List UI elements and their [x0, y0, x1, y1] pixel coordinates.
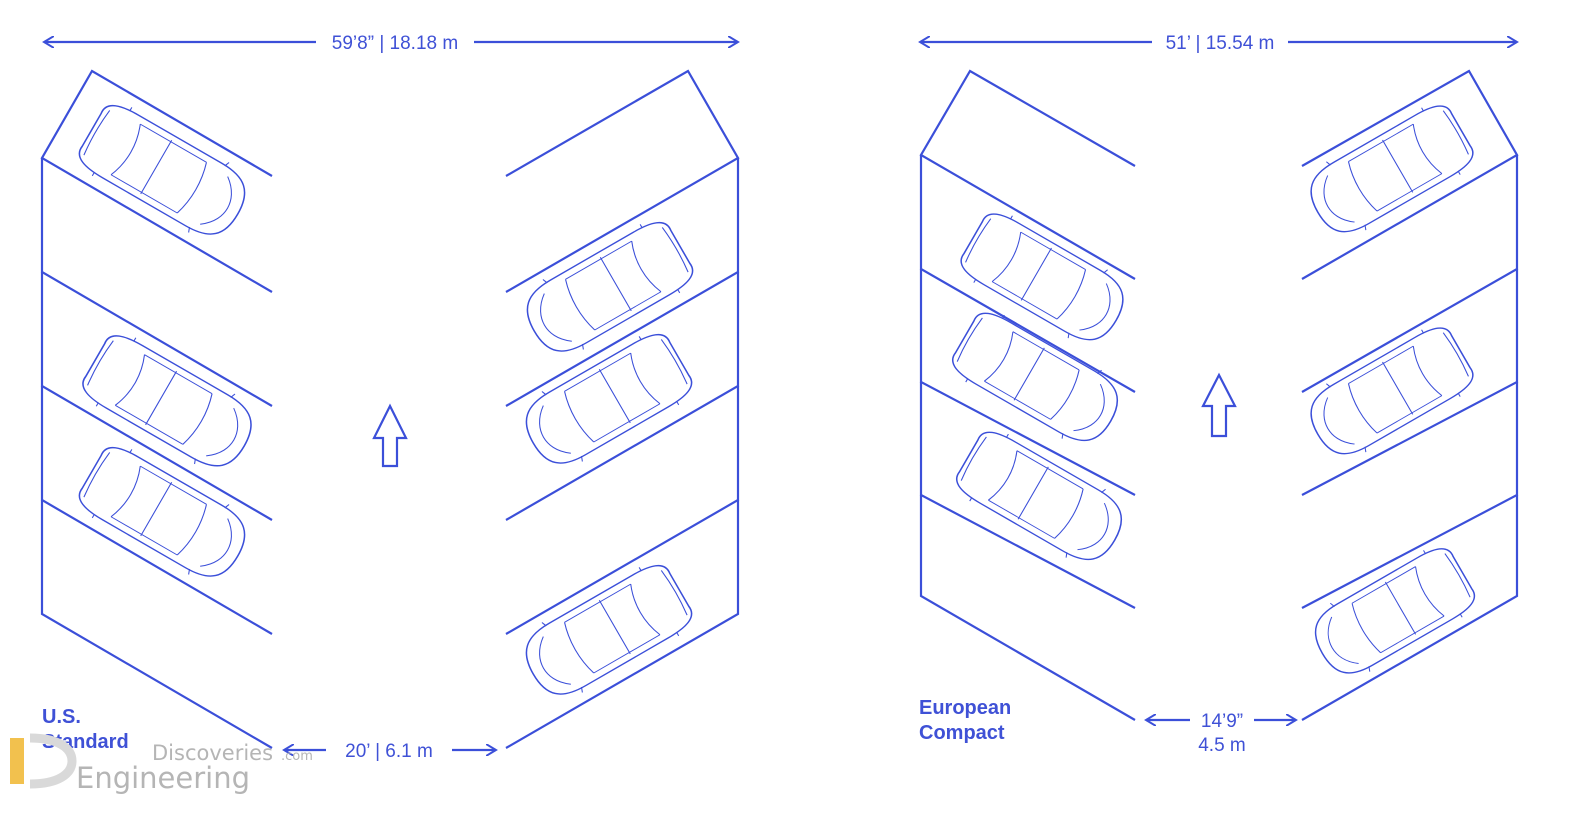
right-stall-row: [1301, 69, 1519, 721]
stall-width-dimension: 14’9” 4.5 m: [1146, 711, 1296, 756]
stall-width-label: 14’9”: [1201, 711, 1243, 732]
arrow-up-icon: [1201, 372, 1237, 438]
car-icon: [513, 210, 702, 367]
layout-label-line1: U.S.: [42, 706, 81, 728]
car-icon: [512, 553, 701, 710]
total-width-dimension: 51’ | 15.54 m: [920, 33, 1517, 54]
layout-label-line2: Compact: [919, 722, 1005, 744]
watermark-line2: Engineering: [76, 761, 250, 795]
car-icon: [70, 93, 259, 250]
stall-width-label: 20’ | 6.1 m: [345, 741, 433, 762]
stall-width-dimension: 20’ | 6.1 m: [284, 741, 496, 762]
car-icon: [1297, 316, 1482, 470]
car-icon: [1297, 94, 1482, 248]
parked-cars: [70, 93, 702, 710]
parked-cars: [944, 94, 1483, 689]
left-stall-row: [919, 69, 1136, 721]
right-stall-row: [505, 69, 740, 749]
stall-width-label: 4.5 m: [1198, 735, 1246, 756]
layout-label-line1: European: [919, 697, 1011, 719]
watermark-logo: [10, 733, 77, 789]
watermark: Discoveries .com Engineering: [10, 733, 313, 795]
arrow-up-icon: [372, 403, 408, 468]
watermark-line1: Discoveries: [152, 741, 273, 765]
us-standard-layout: 59’8” | 18.18 m: [40, 33, 740, 762]
total-width-dimension: 59’8” | 18.18 m: [44, 33, 738, 54]
european-compact-layout: 51’ | 15.54 m: [919, 33, 1517, 756]
total-width-label: 59’8” | 18.18 m: [332, 33, 458, 54]
total-width-label: 51’ | 15.54 m: [1166, 33, 1275, 54]
left-stall-row: [40, 69, 273, 749]
watermark-line1-suffix: .com: [281, 749, 313, 764]
